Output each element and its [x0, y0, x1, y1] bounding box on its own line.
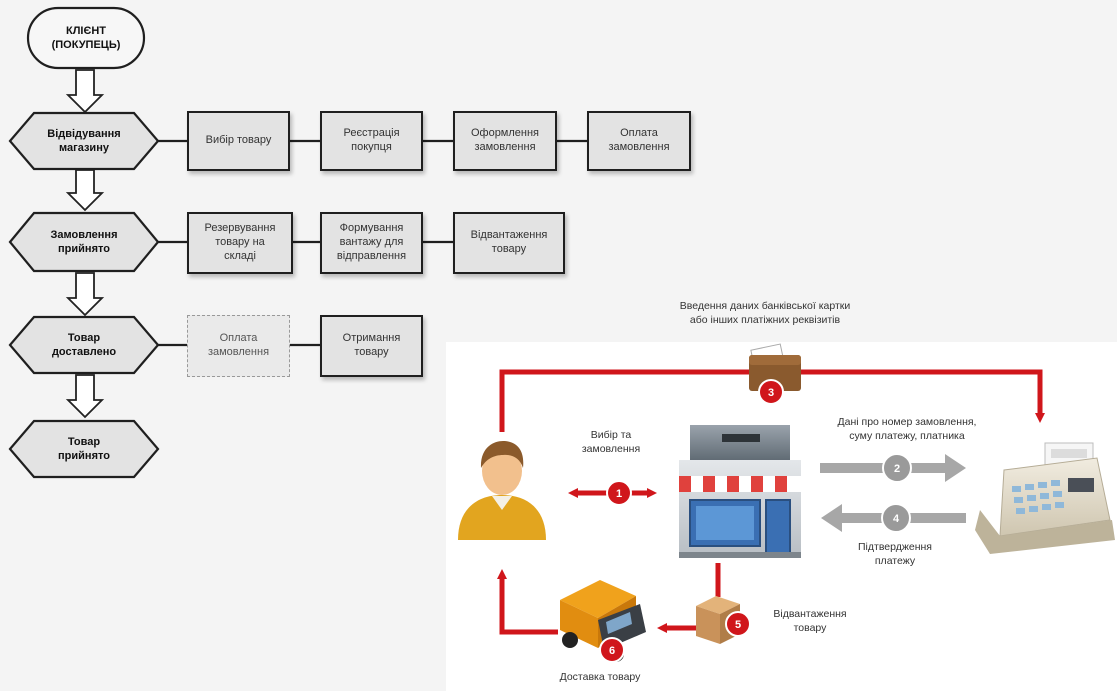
delivery-truck-icon	[560, 580, 646, 662]
step-number-1: 1	[616, 488, 622, 500]
cash-register-icon	[975, 442, 1115, 554]
step-number-3: 3	[768, 387, 774, 399]
shop-icon	[679, 425, 801, 558]
caption-payment-confirmation: Підтвердження платежу	[858, 541, 932, 568]
step-badge-2: 2	[882, 453, 912, 483]
step-box-ship-goods: Відвантаження товару	[453, 212, 565, 274]
step-box-receive-goods: Отримання товару	[320, 315, 423, 377]
step-number-5: 5	[735, 619, 741, 631]
step-box-form-shipment: Формування вантажу для відправлення	[320, 212, 423, 274]
step-box-reserve-stock: Резервування товару на складі	[187, 212, 293, 274]
flow-down-arrow	[65, 272, 105, 317]
caption-choose-order: Вибір та замовлення	[581, 429, 641, 456]
flow-down-arrow	[65, 169, 105, 212]
step-badges: 1 2 3 4 5 6	[599, 379, 912, 663]
customer-icon	[458, 441, 546, 540]
stage-label-received: Товар прийнято	[58, 435, 110, 462]
step-badge-4: 4	[881, 503, 911, 533]
step-badge-5: 5	[725, 611, 751, 637]
stage-label-visit-store: Відвідування магазину	[47, 127, 121, 154]
delivery-arrow	[497, 569, 558, 635]
caption-order-data: Дані про номер замовлення, суму платежу,…	[837, 416, 977, 443]
caption-delivery: Доставка товару	[559, 671, 641, 683]
stage-label-delivered: Товар доставлено	[51, 331, 117, 358]
step-badge-1: 1	[606, 480, 632, 506]
start-shape	[26, 6, 146, 70]
flowchart-connectors	[8, 6, 587, 479]
step-box-pay-on-delivery: Оплата замовлення	[187, 315, 290, 377]
start-label: КЛІЄНТ (ПОКУПЕЦЬ)	[51, 24, 121, 51]
stage-label-order-accepted: Замовлення прийнято	[50, 228, 118, 255]
step-box-pay-order: Оплата замовлення	[587, 111, 691, 171]
caption-shipment: Відвантаження товару	[773, 608, 847, 635]
step-badge-6: 6	[599, 637, 625, 663]
step-box-register-buyer: Реєстрація покупця	[320, 111, 423, 171]
step-number-6: 6	[609, 645, 615, 657]
stage-hexagon	[8, 419, 160, 479]
step-number-2: 2	[894, 463, 900, 475]
step-box-place-order: Оформлення замовлення	[453, 111, 557, 171]
flow-down-arrow	[65, 374, 105, 419]
step-badge-3: 3	[758, 379, 784, 405]
flow-down-arrow	[65, 69, 105, 114]
step-number-4: 4	[893, 513, 900, 525]
caption-card-details: Введення даних банківської картки або ін…	[679, 300, 851, 327]
step-box-select-product: Вибір товару	[187, 111, 290, 171]
wallet-icon	[749, 343, 801, 391]
